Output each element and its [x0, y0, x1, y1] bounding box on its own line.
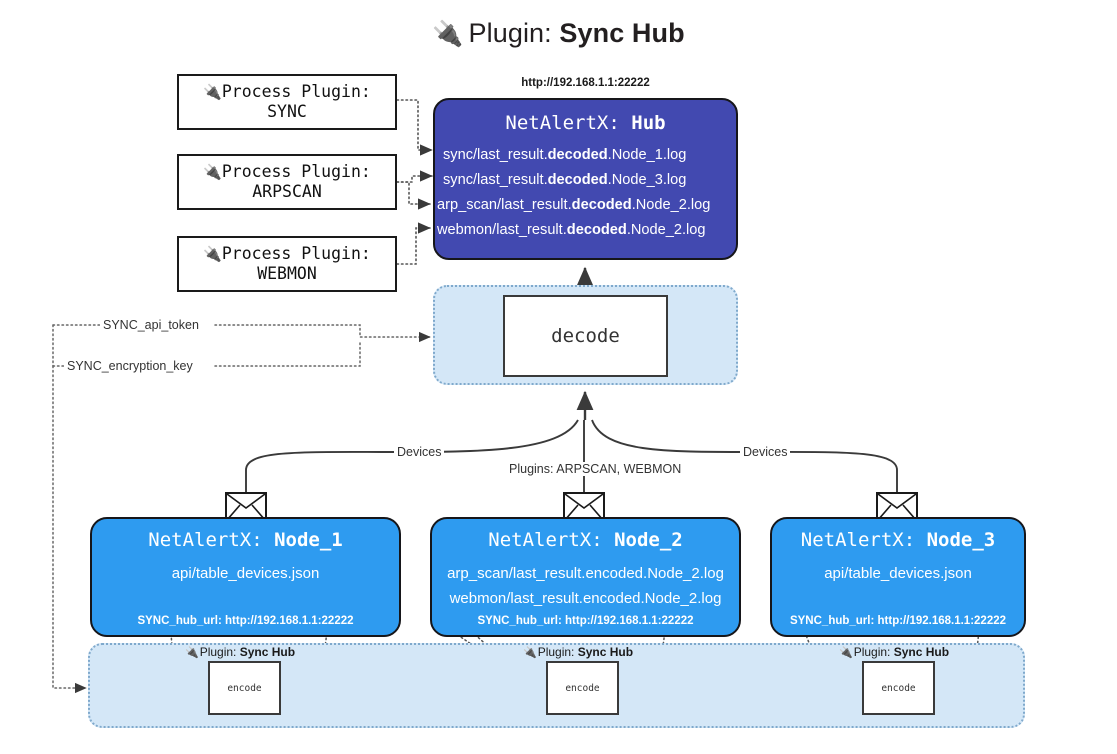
hub-log-row: sync/last_result.decoded.Node_3.log [443, 172, 687, 188]
wire-enckey-right [214, 340, 361, 367]
page-title-name: Sync Hub [559, 18, 685, 48]
hub-title-name: Hub [631, 112, 666, 134]
node-hub-url: SYNC_hub_url: http://192.168.1.1:22222 [789, 615, 1007, 627]
node-hub-url: SYNC_hub_url: http://192.168.1.1:22222 [477, 615, 694, 627]
edge-label-devices-left: Devices [394, 445, 445, 459]
process-plugin-sync-label: Process Plugin: [221, 82, 371, 101]
plug-icon: 🔌 [432, 20, 464, 48]
process-plugin-arpscan[interactable]: 🔌Process Plugin: ARPSCAN [177, 154, 397, 210]
wire-api-token-to-decode [214, 324, 431, 343]
plugin-tag-1: 🔌Plugin: Sync Hub [185, 645, 296, 659]
page-title-prefix: Plugin: [468, 18, 552, 48]
wire-enckey-to-encode-cluster [52, 365, 87, 694]
process-plugin-arpscan-label: Process Plugin: [221, 162, 371, 181]
encode-box-3[interactable]: encode [862, 661, 935, 715]
hub-log-row: webmon/last_result.decoded.Node_2.log [437, 222, 706, 238]
hub-log-list: sync/last_result.decoded.Node_1.log sync… [435, 143, 736, 243]
node-resource-line: webmon/last_result.encoded.Node_2.log [449, 590, 722, 607]
plug-icon: 🔌 [203, 83, 222, 101]
node-title: NetAlertX: Node_1 [148, 529, 343, 551]
decode-box[interactable]: decode [503, 295, 668, 377]
encode-box-2[interactable]: encode [546, 661, 619, 715]
wire-arpscan-to-log3 [396, 181, 431, 210]
node-box-3[interactable]: NetAlertX: Node_3 api/table_devices.json… [770, 517, 1026, 637]
hub-title: NetAlertX: Hub [435, 112, 736, 134]
plug-icon: 🔌 [185, 647, 199, 659]
plug-icon: 🔌 [523, 647, 537, 659]
node-resource-line: api/table_devices.json [171, 565, 320, 582]
process-plugin-webmon-name: WEBMON [257, 264, 317, 283]
hub-log-row: sync/last_result.decoded.Node_1.log [443, 147, 687, 163]
node-resource-line: api/table_devices.json [824, 565, 972, 582]
plug-icon: 🔌 [203, 163, 222, 181]
wire-webmon-to-log4 [396, 222, 431, 265]
node-title: NetAlertX: Node_3 [800, 529, 996, 551]
node-hub-url: SYNC_hub_url: http://192.168.1.1:22222 [137, 615, 354, 627]
hub-box[interactable]: NetAlertX: Hub sync/last_result.decoded.… [433, 98, 738, 260]
plugin-tag-3: 🔌Plugin: Sync Hub [839, 645, 950, 659]
plug-icon: 🔌 [203, 245, 222, 263]
setting-api-token-label: SYNC_api_token [100, 318, 202, 332]
node-box-1[interactable]: NetAlertX: Node_1 api/table_devices.json… [90, 517, 401, 637]
hub-log-row: arp_scan/last_result.decoded.Node_2.log [437, 197, 711, 213]
setting-encryption-key-label: SYNC_encryption_key [64, 359, 196, 373]
plugin-tag-2: 🔌Plugin: Sync Hub [523, 645, 634, 659]
hub-title-prefix: NetAlertX: [505, 112, 620, 134]
encode-box-1[interactable]: encode [208, 661, 281, 715]
process-plugin-sync-name: SYNC [267, 102, 307, 121]
wire-sync-to-log1 [396, 99, 433, 156]
process-plugin-sync[interactable]: 🔌Process Plugin: SYNC [177, 74, 397, 130]
node-resource-line: arp_scan/last_result.encoded.Node_2.log [447, 565, 724, 582]
plug-icon: 🔌 [839, 647, 853, 659]
process-plugin-webmon-label: Process Plugin: [221, 244, 371, 263]
edge-label-devices-right: Devices [740, 445, 791, 459]
edge-label-plugins-mid: Plugins: ARPSCAN, WEBMON [506, 462, 685, 476]
hub-url-label: http://192.168.1.1:22222 [521, 77, 650, 89]
node-title: NetAlertX: Node_2 [488, 529, 683, 551]
process-plugin-arpscan-name: ARPSCAN [252, 182, 322, 201]
process-plugin-webmon[interactable]: 🔌Process Plugin: WEBMON [177, 236, 397, 292]
page-title: 🔌Plugin: Sync Hub [0, 18, 1117, 49]
node-box-2[interactable]: NetAlertX: Node_2 arp_scan/last_result.e… [430, 517, 741, 637]
wire-arpscan-to-log2 [396, 170, 433, 183]
